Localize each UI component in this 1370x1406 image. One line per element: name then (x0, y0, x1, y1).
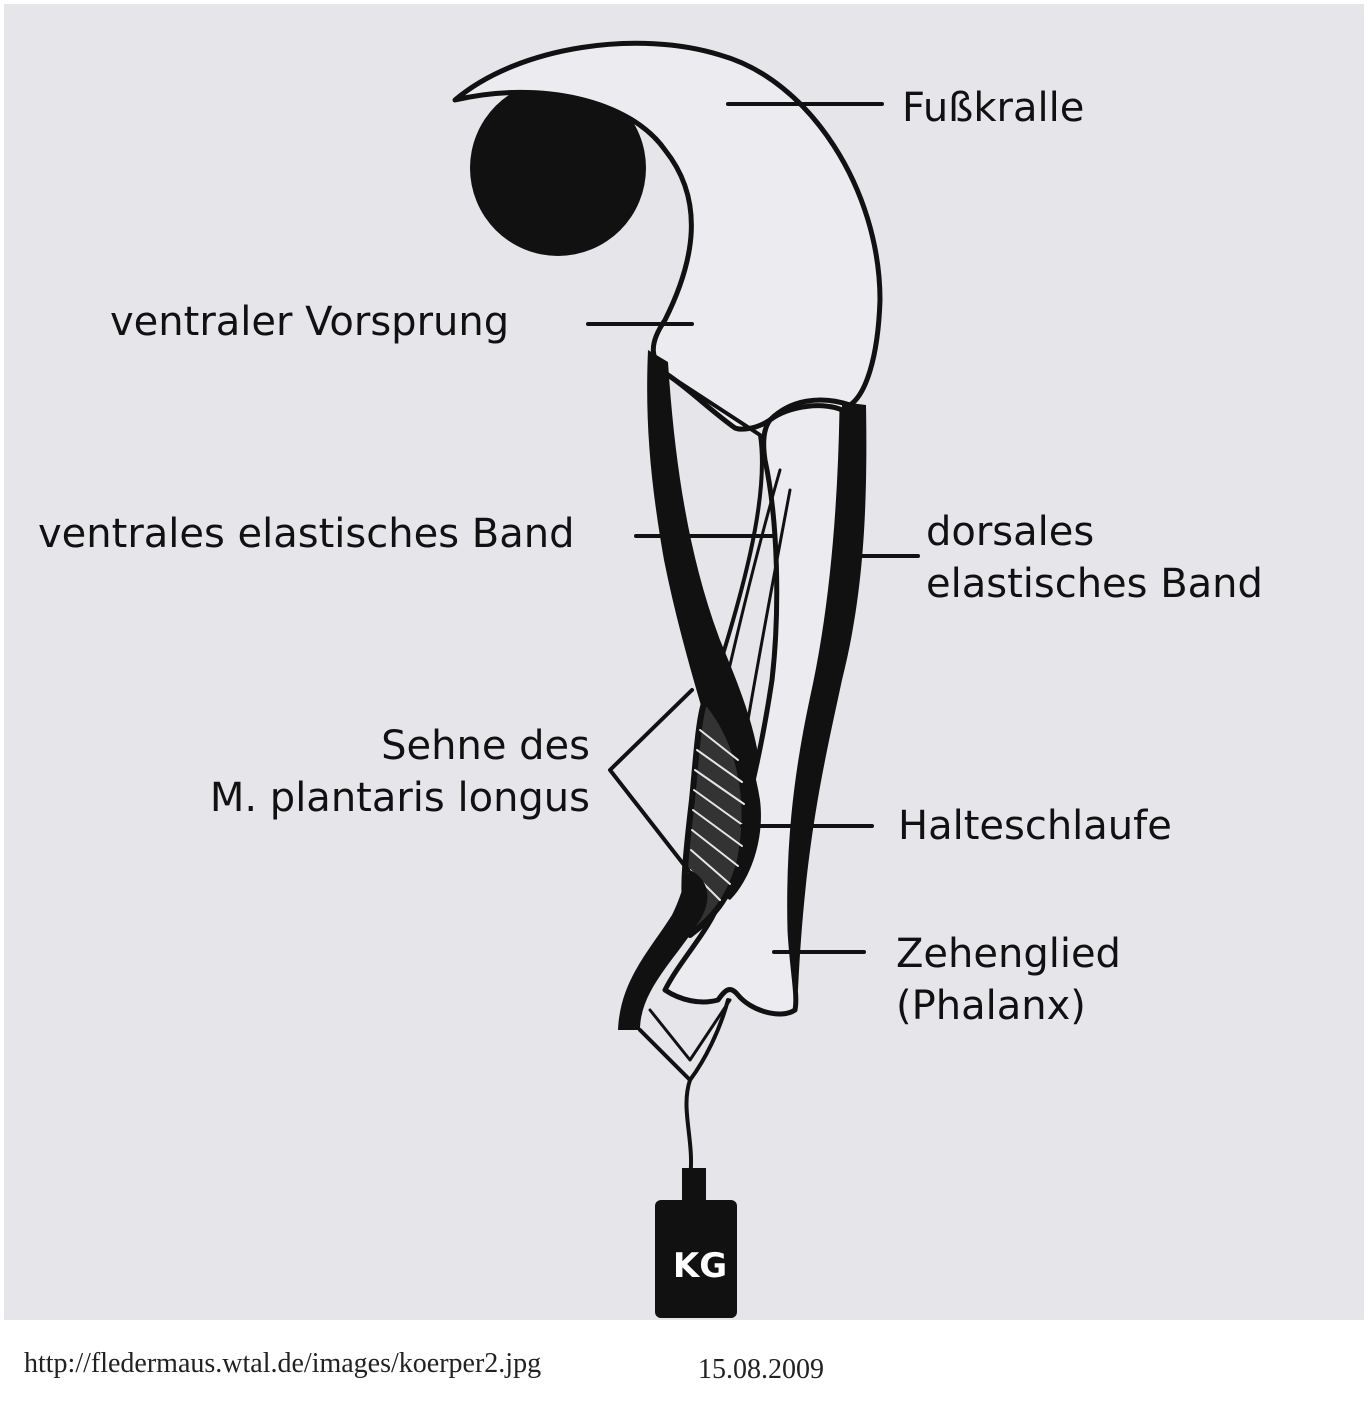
suspension-left (640, 1030, 690, 1080)
bat-foot-diagram (4, 4, 1364, 1320)
label-dorsales-line1: dorsales (926, 506, 1263, 558)
footer-date: 15.08.2009 (698, 1354, 824, 1386)
label-zehenglied: Zehenglied (Phalanx) (896, 928, 1121, 1032)
weight-label: KG (665, 1246, 735, 1286)
label-zehenglied-line1: Zehenglied (896, 928, 1121, 980)
label-sehne-line1: Sehne des (210, 720, 590, 772)
label-sehne-line2: M. plantaris longus (210, 772, 590, 824)
label-sehne: Sehne des M. plantaris longus (210, 720, 590, 824)
label-fusskralle: Fußkralle (902, 82, 1084, 134)
footer: http://fledermaus.wtal.de/images/koerper… (0, 1320, 1370, 1406)
suspension-string (686, 1080, 691, 1180)
weight-hook (682, 1168, 706, 1202)
label-ventraler-vorsprung: ventraler Vorsprung (110, 296, 509, 348)
label-zehenglied-line2: (Phalanx) (896, 980, 1121, 1032)
label-dorsales-line2: elastisches Band (926, 558, 1263, 610)
label-ventrales-band: ventrales elastisches Band (38, 508, 574, 560)
label-dorsales-band: dorsales elastisches Band (926, 506, 1263, 610)
label-halteschlaufe: Halteschlaufe (898, 800, 1172, 852)
footer-url: http://fledermaus.wtal.de/images/koerper… (24, 1348, 541, 1380)
diagram-panel (4, 4, 1364, 1320)
leader-sehne (610, 690, 692, 870)
